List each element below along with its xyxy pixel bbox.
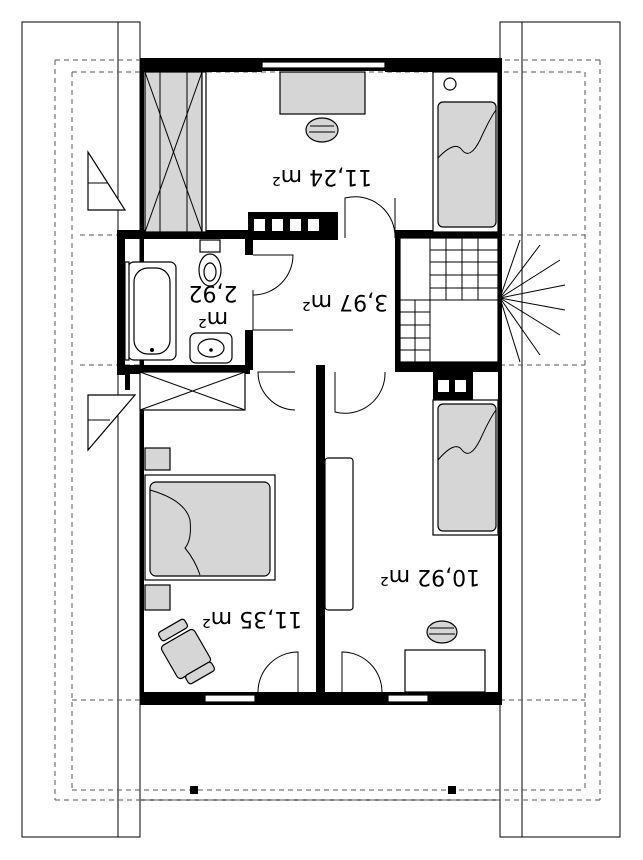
area-label-hall: 3,97 m² — [302, 289, 388, 314]
desk-right — [404, 620, 486, 693]
area-label-bedroom-left: 11,35 m² — [202, 606, 302, 631]
roof-outline — [21, 21, 621, 838]
wardrobe-middle — [324, 457, 354, 611]
roof-edge-right — [499, 21, 621, 838]
chair-left — [158, 618, 215, 685]
area-label-bedroom-right: 10,92 m² — [380, 564, 480, 589]
shelf-left — [139, 371, 246, 411]
windows — [204, 61, 429, 703]
chimney-marks — [87, 149, 137, 452]
roof-edge-left — [21, 21, 141, 838]
staircase — [399, 237, 566, 363]
balcony — [190, 786, 456, 794]
area-label-bathroom-line2: m² — [198, 306, 228, 331]
bed-left — [144, 447, 276, 611]
doors — [252, 196, 396, 693]
area-label-room-top: 11,24 m² — [272, 164, 372, 189]
bathroom-fixtures — [124, 239, 233, 364]
wardrobe-top — [144, 71, 207, 233]
area-label-bathroom-line1: 2,92 — [189, 280, 238, 305]
desk-top — [279, 71, 366, 143]
bed-right — [432, 399, 499, 536]
bed-top-right — [432, 71, 499, 233]
